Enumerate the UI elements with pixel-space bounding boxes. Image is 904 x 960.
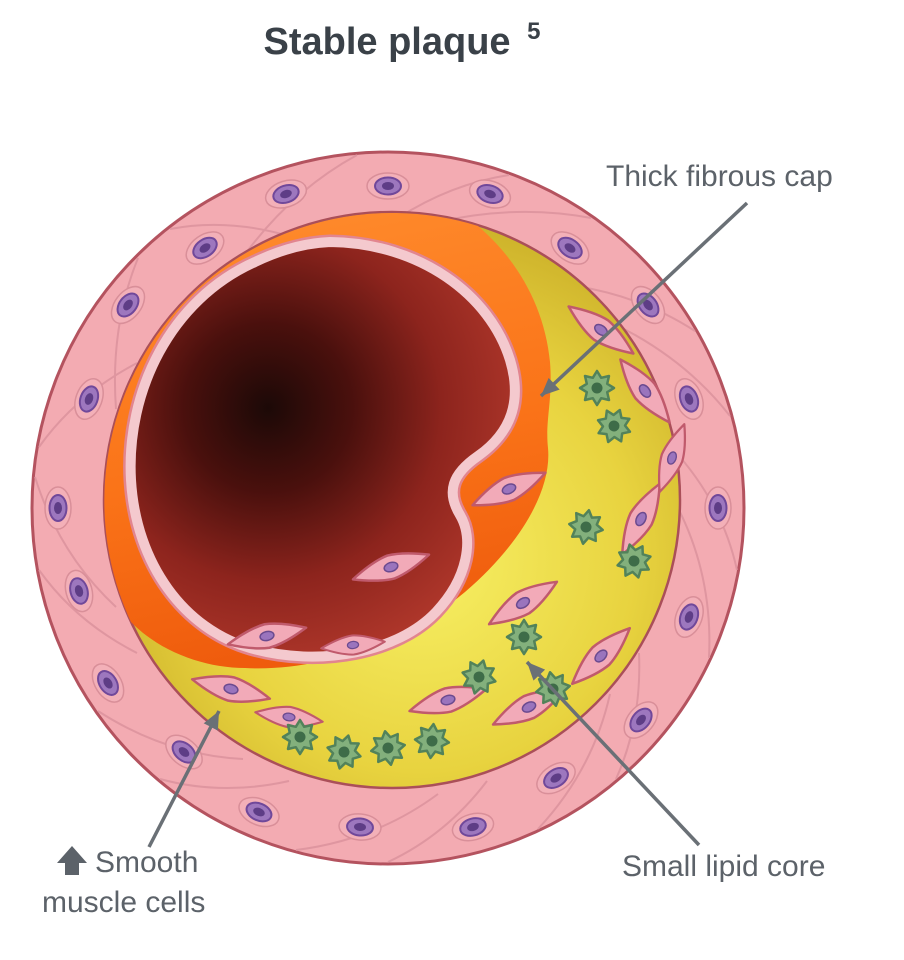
- wall-cell: [44, 486, 72, 530]
- wall-cell: [704, 486, 732, 530]
- title-text: Stable plaque: [264, 21, 511, 63]
- label-smooth-muscle-line2: muscle cells: [42, 886, 205, 919]
- arrow-small-lipid-core: [525, 660, 701, 847]
- wall-cell: [366, 172, 410, 200]
- label-smooth-muscle-line1: Smooth: [95, 846, 198, 879]
- label-thick-fibrous-cap: Thick fibrous cap: [606, 160, 833, 193]
- page-title: Stable plaque 5: [264, 18, 541, 63]
- arrow-thick-fibrous-cap: [539, 201, 749, 398]
- title-superscript: 5: [527, 18, 540, 45]
- foam-cell: [505, 618, 543, 656]
- foam-cell: [578, 369, 616, 407]
- foam-cell: [281, 718, 319, 756]
- arrow-smooth-muscle-cells: [147, 710, 221, 848]
- up-arrow-icon: [57, 846, 87, 875]
- label-small-lipid-core: Small lipid core: [622, 850, 825, 883]
